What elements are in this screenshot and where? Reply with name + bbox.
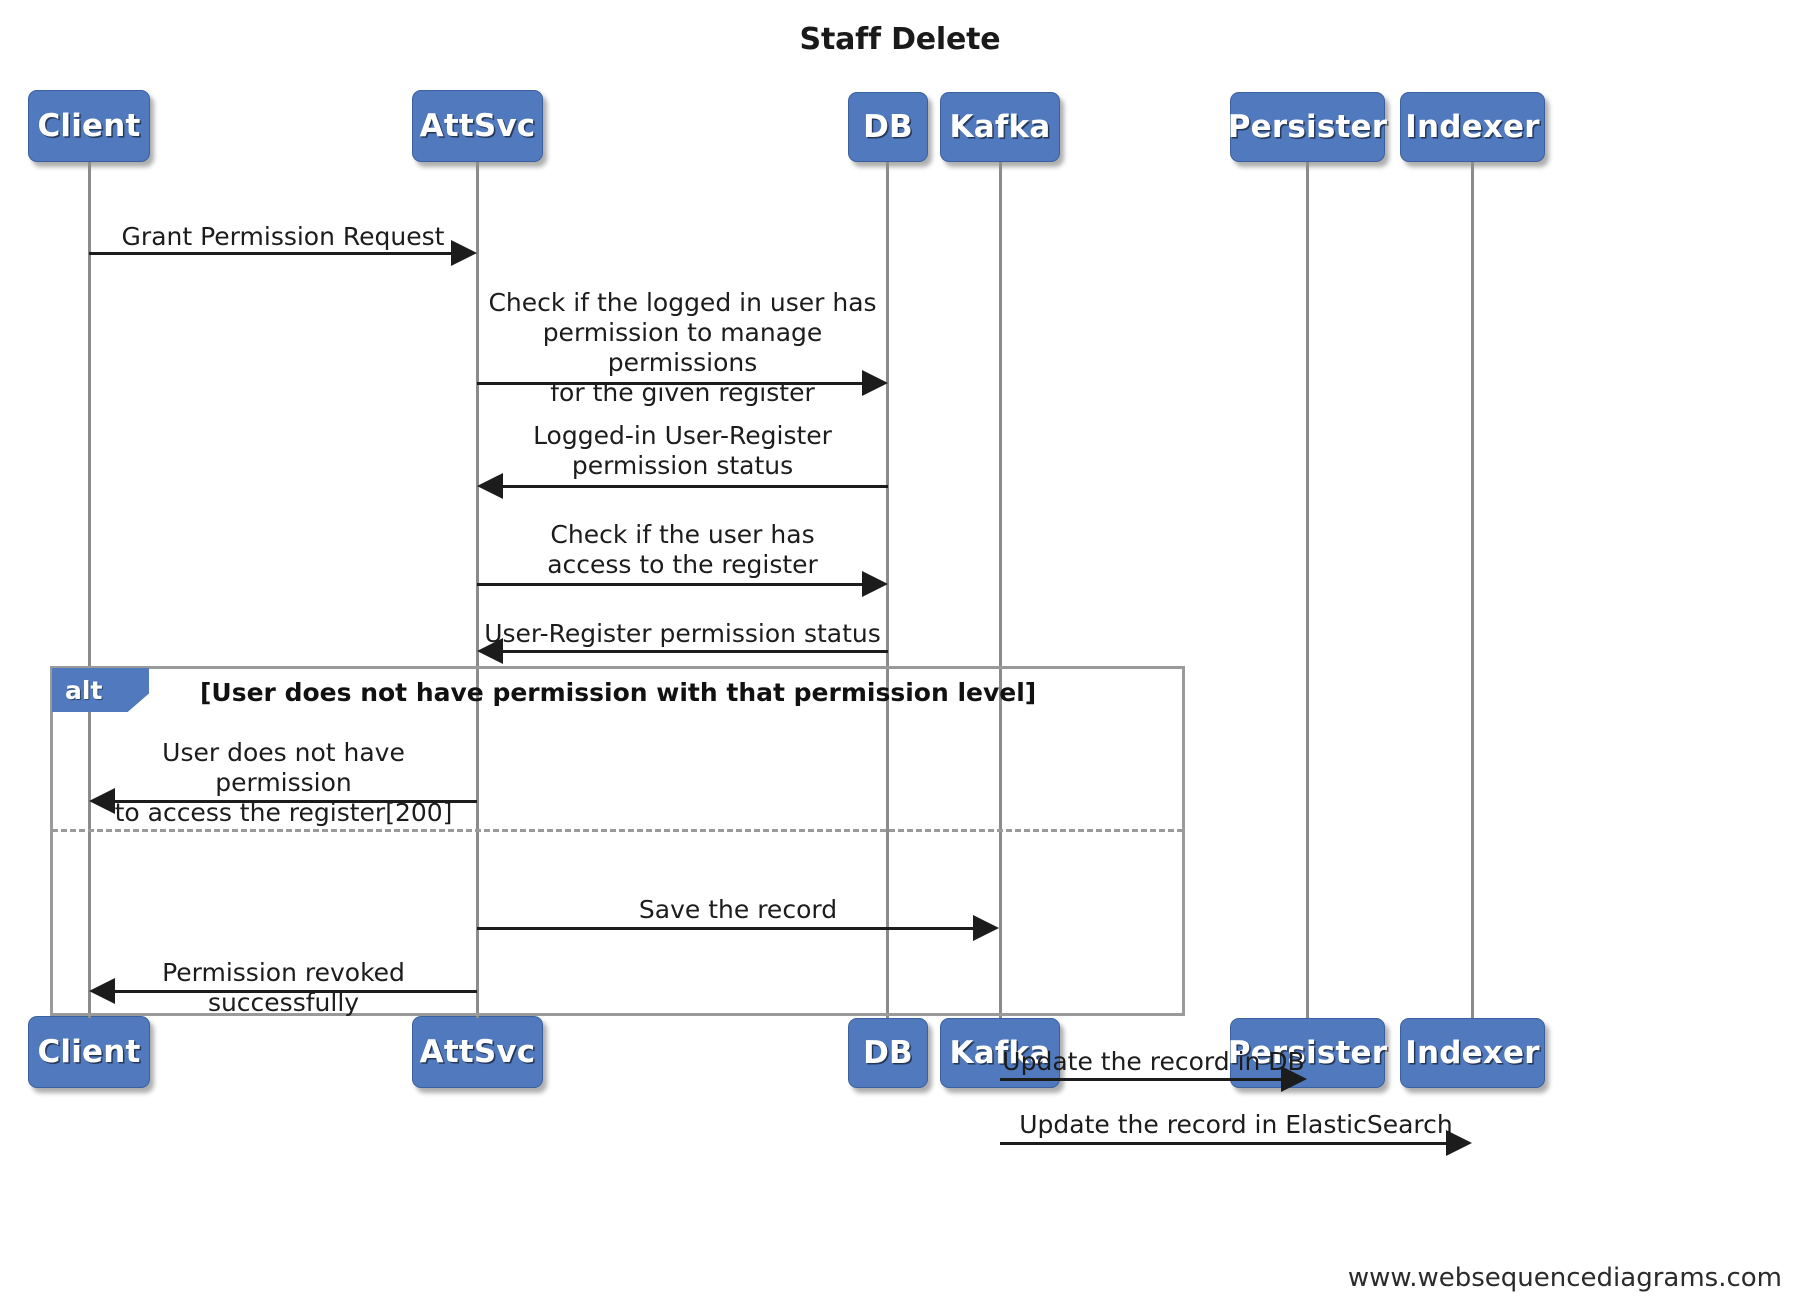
- participant-box-db-bottom[interactable]: DB: [848, 1018, 928, 1088]
- message-label-logged-in-user-register-permission-status: Logged-in User-Register permission statu…: [533, 421, 832, 480]
- arrowhead-user-register-permission-status: [477, 638, 503, 664]
- participant-box-kafka-bottom[interactable]: Kafka: [940, 1018, 1060, 1088]
- participant-box-indexer-bottom[interactable]: Indexer: [1400, 1018, 1545, 1088]
- arrowhead-user-no-permission-response: [89, 788, 115, 814]
- arrowhead-grant-permission-request: [451, 240, 477, 266]
- arrowhead-update-the-record-in-db: [1281, 1066, 1307, 1092]
- message-line-check-user-access-register: [477, 583, 862, 586]
- arrowhead-logged-in-user-register-permission-status: [477, 473, 503, 499]
- watermark-url: www.websequencediagrams.com: [1347, 1263, 1782, 1293]
- page-title: Staff Delete: [799, 22, 1001, 57]
- message-label-grant-permission-request: Grant Permission Request: [121, 222, 445, 251]
- participant-box-kafka-top[interactable]: Kafka: [940, 92, 1060, 162]
- message-line-check-logged-in-user-permission: [477, 382, 862, 385]
- lifeline-client: [88, 162, 91, 1018]
- message-line-user-no-permission-response: [115, 800, 477, 803]
- participant-box-attsvc-bottom[interactable]: AttSvc: [412, 1016, 543, 1088]
- message-line-update-the-record-in-db: [1000, 1078, 1281, 1081]
- participant-box-db-top[interactable]: DB: [848, 92, 928, 162]
- message-line-logged-in-user-register-permission-status: [503, 485, 888, 488]
- message-line-save-the-record: [477, 927, 973, 930]
- participant-box-attsvc-top[interactable]: AttSvc: [412, 90, 543, 162]
- arrowhead-check-user-access-register: [862, 571, 888, 597]
- message-line-grant-permission-request: [89, 252, 451, 255]
- alt-fragment-condition: [User does not have permission with that…: [200, 678, 1037, 707]
- alt-fragment-divider: [52, 829, 1183, 832]
- arrowhead-update-the-record-in-elasticsearch: [1446, 1130, 1472, 1156]
- message-line-permission-revoked-successfully: [115, 990, 477, 993]
- message-label-user-register-permission-status: User-Register permission status: [484, 619, 881, 648]
- participant-box-persister-bottom[interactable]: Persister: [1228, 1018, 1387, 1088]
- participant-box-client-top[interactable]: Client: [28, 90, 150, 162]
- lifeline-indexer: [1471, 162, 1474, 1018]
- message-label-permission-revoked-successfully: Permission revoked successfully: [162, 958, 405, 1017]
- alt-fragment-tag: alt: [52, 668, 149, 712]
- participant-box-client-bottom[interactable]: Client: [28, 1016, 150, 1088]
- arrowhead-save-the-record: [973, 915, 999, 941]
- message-line-user-register-permission-status: [503, 650, 888, 653]
- message-label-update-the-record-in-db: Update the record in DB: [1002, 1047, 1305, 1076]
- message-line-update-the-record-in-elasticsearch: [1000, 1142, 1446, 1145]
- lifeline-kafka: [999, 162, 1002, 1018]
- message-label-check-logged-in-user-permission: Check if the logged in user has permissi…: [488, 288, 877, 407]
- participant-box-indexer-top[interactable]: Indexer: [1400, 92, 1545, 162]
- message-label-check-user-access-register: Check if the user has access to the regi…: [547, 520, 818, 579]
- message-label-update-the-record-in-elasticsearch: Update the record in ElasticSearch: [1019, 1110, 1453, 1139]
- lifeline-attsvc: [476, 162, 479, 1018]
- arrowhead-check-logged-in-user-permission: [862, 370, 888, 396]
- alt-fragment-box: [50, 666, 1185, 1016]
- arrowhead-permission-revoked-successfully: [89, 978, 115, 1004]
- message-label-user-no-permission-response: User does not have permission to access …: [114, 738, 453, 827]
- lifeline-persister: [1306, 162, 1309, 1018]
- participant-box-persister-top[interactable]: Persister: [1228, 92, 1387, 162]
- message-label-save-the-record: Save the record: [638, 895, 838, 924]
